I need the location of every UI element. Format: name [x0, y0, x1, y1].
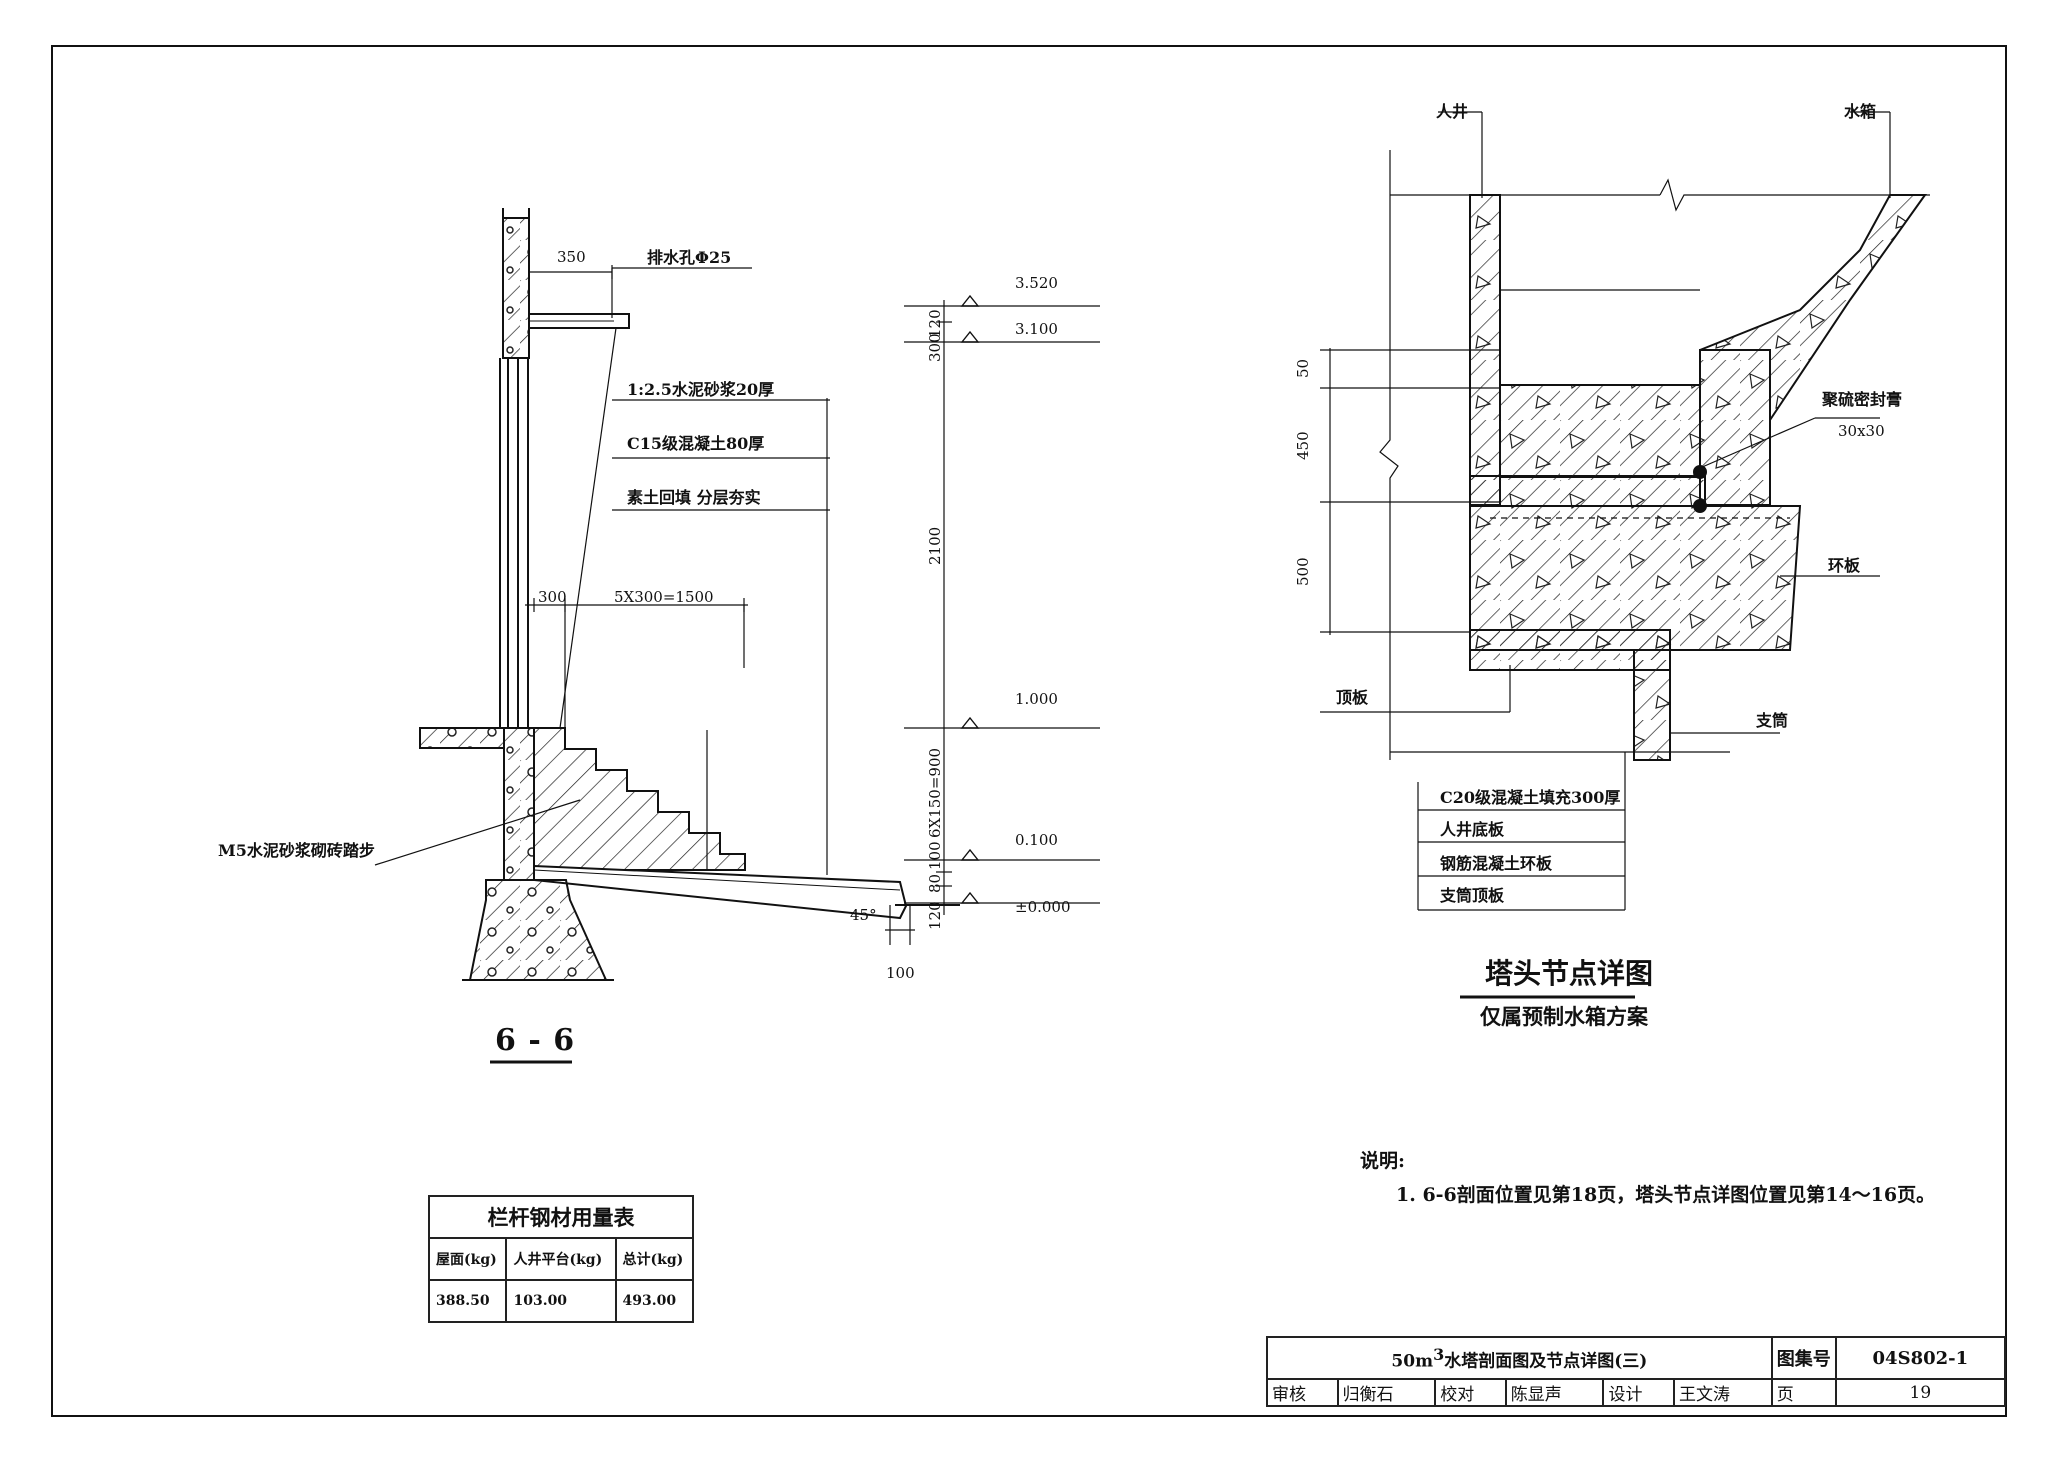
section-6-6-drawing — [374, 208, 1100, 1064]
checker-name: 陈显声 — [1504, 1378, 1605, 1407]
legend-item: C20级混凝土填充300厚 — [1440, 788, 1621, 807]
page-number: 19 — [1834, 1378, 2007, 1407]
drain-hole-note: 排水孔Φ25 — [647, 248, 732, 267]
bottom-dim-100: 100 — [886, 964, 915, 982]
dim-300: 300 — [926, 333, 944, 362]
atlas-label: 图集号 — [1770, 1336, 1837, 1380]
notes-heading: 说明: — [1360, 1150, 1406, 1172]
steel-table-title: 栏杆钢材用量表 — [428, 1195, 694, 1239]
check-label: 校对 — [1434, 1378, 1507, 1407]
dim-80: 80 — [926, 873, 944, 893]
steel-table-header: 人井平台(kg) — [505, 1237, 617, 1281]
node-detail-subtitle: 仅属预制水箱方案 — [1480, 1004, 1648, 1029]
dim-120-bottom: 120 — [926, 901, 944, 930]
tower-head-node-drawing — [1320, 111, 1930, 999]
mortar-layer-note: 1:2.5水泥砂浆20厚 — [627, 380, 775, 399]
steel-table-value: 493.00 — [614, 1279, 694, 1323]
dim-500: 500 — [1294, 557, 1312, 586]
steel-table-value: 103.00 — [505, 1279, 617, 1323]
tank-label: 水箱 — [1844, 102, 1877, 121]
ring-plate-label: 环板 — [1828, 556, 1861, 575]
notes-line-1: 1. 6-6剖面位置见第18页，塔头节点详图位置见第14～16页。 — [1396, 1184, 1936, 1206]
review-label: 审核 — [1266, 1378, 1339, 1407]
dim-50: 50 — [1294, 358, 1312, 378]
elevation-0100: 0.100 — [1015, 831, 1058, 849]
node-detail-title: 塔头节点详图 — [1485, 957, 1654, 990]
sealant-size: 30x30 — [1838, 422, 1885, 440]
angle-45: 45° — [850, 906, 877, 924]
dim-2100: 2100 — [926, 526, 944, 565]
steel-table-value: 388.50 — [427, 1279, 508, 1323]
step-run-dim: 5X300=1500 — [614, 588, 714, 606]
steel-table-header: 屋面(kg) — [427, 1237, 508, 1281]
elevation-3100: 3.100 — [1015, 320, 1058, 338]
top-plate-label: 顶板 — [1336, 688, 1369, 707]
dim-steps: 6X150=900 — [926, 747, 944, 838]
drawing-title: 50m3水塔剖面图及节点详图(三) — [1266, 1336, 1773, 1380]
legend-item: 支筒顶板 — [1440, 886, 1505, 905]
reviewer-name: 归衡石 — [1336, 1378, 1437, 1407]
drain-width-dim: 350 — [557, 248, 586, 266]
title-sup: 3 — [1433, 1344, 1445, 1364]
dim-100: 100 — [926, 841, 944, 870]
atlas-number: 04S802-1 — [1834, 1336, 2007, 1380]
brick-step-note: M5水泥砂浆砌砖踏步 — [218, 841, 375, 860]
page-label: 页 — [1770, 1378, 1837, 1407]
manhole-label: 人井 — [1436, 102, 1469, 121]
support-label: 支筒 — [1756, 711, 1789, 730]
title-block: 50m3水塔剖面图及节点详图(三) 图集号 04S802-1 审核 归衡石 校对… — [1266, 1336, 2007, 1407]
steel-usage-table: 栏杆钢材用量表 屋面(kg) 人井平台(kg) 总计(kg) 388.50 10… — [427, 1195, 694, 1323]
concrete-layer-note: C15级混凝土80厚 — [627, 434, 765, 453]
designer-name: 王文涛 — [1672, 1378, 1773, 1407]
elevation-0000: ±0.000 — [1015, 898, 1071, 916]
elevation-3520: 3.520 — [1015, 274, 1058, 292]
title-post: 水塔剖面图及节点详图(三) — [1444, 1351, 1648, 1372]
section-label-6-6: 6 - 6 — [495, 1023, 576, 1058]
backfill-layer-note: 素土回填 分层夯实 — [627, 488, 761, 507]
elevation-1000: 1.000 — [1015, 690, 1058, 708]
sealant-label: 聚硫密封膏 — [1822, 390, 1903, 409]
drawing-frame — [51, 45, 2007, 1417]
dim-450: 450 — [1294, 431, 1312, 460]
design-label: 设计 — [1602, 1378, 1675, 1407]
legend-item: 人井底板 — [1440, 820, 1505, 839]
legend-item: 钢筋混凝土环板 — [1440, 854, 1553, 873]
title-pre: 50m — [1391, 1351, 1434, 1372]
steel-table-header: 总计(kg) — [614, 1237, 694, 1281]
step-first-dim: 300 — [538, 588, 567, 606]
